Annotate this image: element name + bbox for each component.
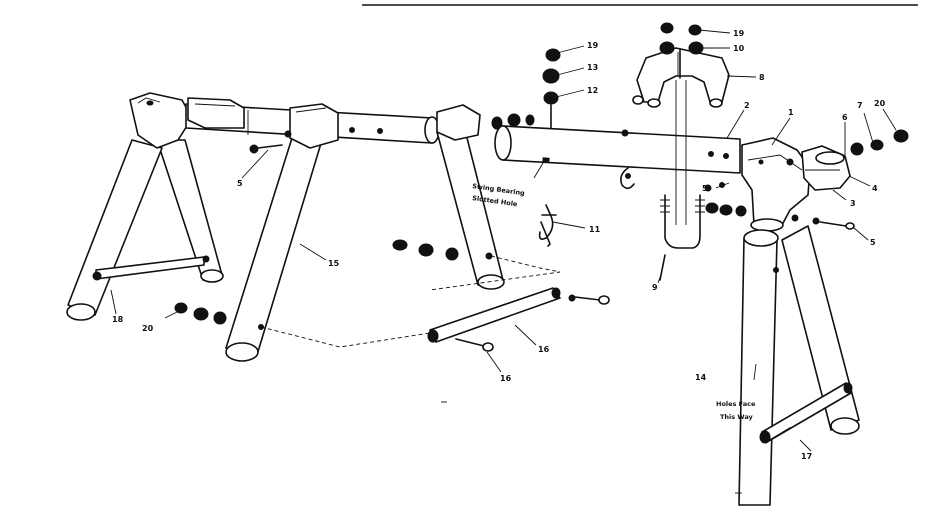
callout-5-left: 5: [237, 179, 243, 188]
swing-hooks: [538, 167, 635, 247]
assembly-line-2: [260, 326, 431, 348]
bolt-5-right: [791, 214, 855, 230]
callout-11: 11: [589, 225, 601, 234]
callout-10: 10: [733, 44, 745, 53]
callout-1: 1: [788, 108, 794, 117]
callout-13: 13: [587, 63, 598, 72]
callout-19-top: 19: [587, 41, 599, 50]
hardware-nuts-middle: [392, 239, 459, 261]
callout-16-middle: 16: [538, 345, 550, 354]
callout-14: 14: [695, 373, 707, 382]
callout-8: 8: [759, 73, 765, 82]
callout-16-bolt: 16: [500, 374, 512, 383]
left-beam-bracket: [187, 97, 245, 129]
callout-3: 3: [850, 199, 856, 208]
note-holes-face: Holes Face: [716, 400, 756, 408]
callout-9: 9: [652, 283, 658, 292]
hardware-nuts-ubolt: [704, 182, 747, 217]
note-this-way: This Way: [720, 413, 754, 421]
callout-17: 17: [801, 452, 812, 461]
top-beam-right: [494, 125, 741, 174]
callout-19-bracket: 19: [733, 29, 745, 38]
right-a-frame: [738, 225, 860, 506]
end-cap-3: [801, 145, 851, 191]
callout-20-left: 20: [142, 324, 154, 333]
callout-15: 15: [328, 259, 340, 268]
leader-lines: [110, 29, 897, 452]
callout-4: 4: [872, 184, 878, 193]
left-a-frame: [66, 92, 224, 321]
callout-6: 6: [842, 113, 848, 122]
callout-5-right: 5: [870, 238, 876, 247]
bolt-5-left: [249, 130, 292, 154]
callout-12: 12: [587, 86, 598, 95]
cross-brace-16: [427, 287, 610, 352]
misc-marks: [441, 401, 742, 494]
callout-7: 7: [857, 101, 863, 110]
hardware-stack-19-13-12: [542, 48, 561, 131]
swing-bracket-8: [632, 22, 730, 225]
callout-20-right: 20: [874, 99, 886, 108]
callout-18-left: 18: [112, 315, 124, 324]
right-connector-1: [741, 137, 811, 232]
callout-numbers: 19 13 12 19 10 8 2 1 6 7 20 4 3 5 5 11 9…: [112, 29, 886, 461]
assembly-line-1: [429, 255, 561, 291]
u-bolt-9: [659, 194, 705, 281]
callout-5-ubolt: 5: [702, 184, 708, 193]
middle-a-frame: [225, 103, 505, 362]
callout-2: 2: [744, 101, 750, 110]
hardware-6-7-20-right: [850, 129, 909, 156]
hardware-20-left: [174, 302, 227, 325]
